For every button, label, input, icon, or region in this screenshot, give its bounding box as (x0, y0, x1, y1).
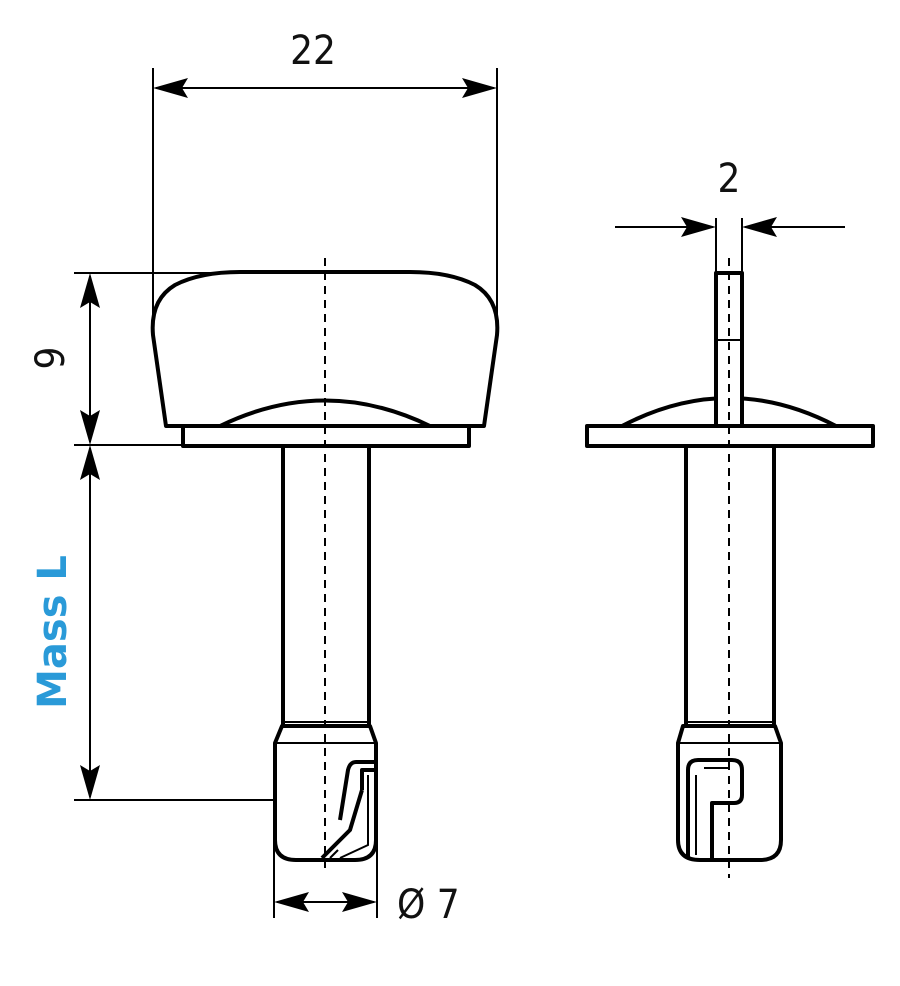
arrow-bottom-9 (80, 410, 100, 445)
front-view: 22 9 Mass L (28, 28, 500, 928)
slot-lower (320, 789, 364, 860)
side-view: 2 (585, 156, 875, 878)
slot-edge (339, 775, 369, 859)
side-slot (686, 758, 744, 858)
arrow-right-22 (462, 78, 497, 98)
slot-inner (360, 768, 376, 790)
dimension-2-label: 2 (718, 156, 741, 202)
arrow-left-d7 (274, 892, 309, 912)
dimension-22-label: 22 (290, 28, 336, 74)
arrow-bottom-L (80, 765, 100, 800)
arrow-left-2 (681, 217, 716, 237)
slot-mark (329, 849, 339, 859)
dimension-9-label: 9 (28, 347, 74, 370)
length-L-label: Mass L (30, 555, 76, 709)
arrow-right-d7 (342, 892, 377, 912)
arrow-top-9 (80, 273, 100, 308)
diameter-label: Ø 7 (397, 882, 460, 928)
arrow-top-L (80, 445, 100, 480)
arrow-right-2 (742, 217, 777, 237)
slot-upper (338, 760, 376, 821)
arrow-left-22 (153, 78, 188, 98)
